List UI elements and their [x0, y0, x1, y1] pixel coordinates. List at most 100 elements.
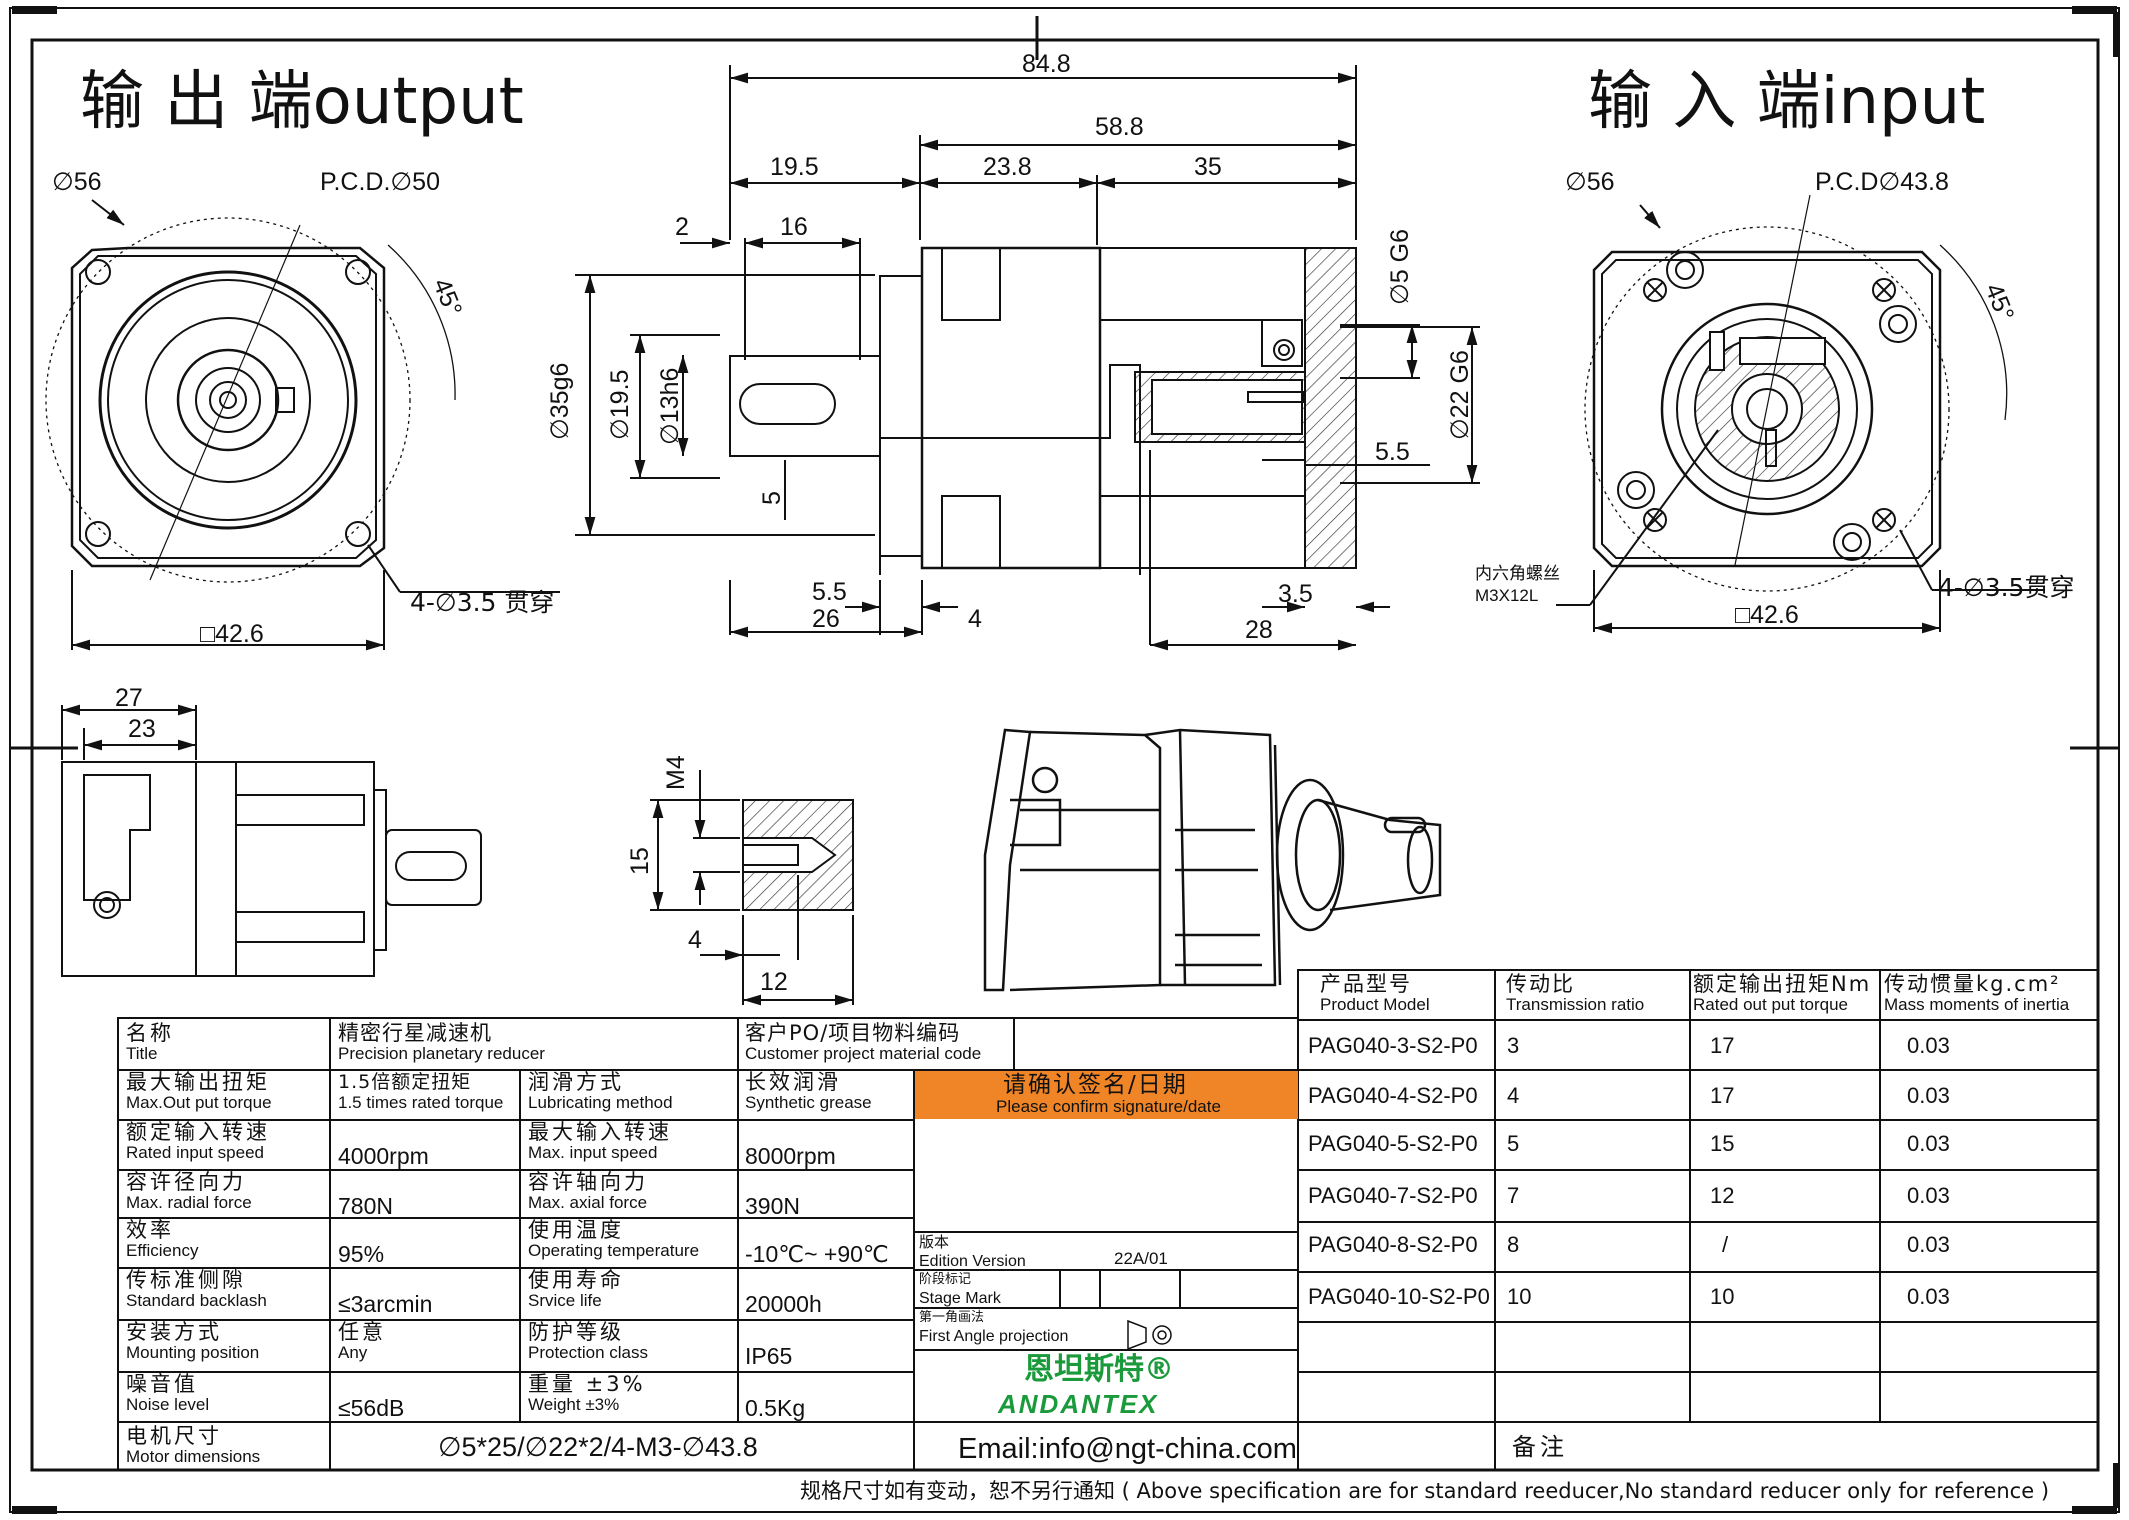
spec-param-label-text: Mounting position: [126, 1343, 260, 1362]
spec-param-label-text: Max. input speed: [528, 1143, 658, 1162]
spec-param-value-text: 0.5Kg: [745, 1395, 806, 1421]
model-cell: 10: [1710, 1284, 1735, 1309]
spec-param-label-text: 效率: [126, 1219, 174, 1242]
model-col-header-en: Mass moments of inertia: [1884, 995, 2070, 1014]
spec-param-label-text: 最大输出扭矩: [126, 1071, 270, 1094]
footer-disclaimer: 规格尺寸如有变动，恕不另行通知 ( Above specification ar…: [800, 1479, 2050, 1503]
model-col-header-cn: 传动惯量kg.cm²: [1884, 973, 2061, 996]
input-end-heading: 输 入 端input: [1588, 65, 1986, 139]
spec-param-label-text: Max.Out put torque: [126, 1093, 272, 1112]
spec-param-label: 重量 ±3%Weight ±3%: [528, 1373, 738, 1415]
dim-rear-flange: 3.5: [1278, 580, 1313, 608]
spec-param-value-text: 20000h: [745, 1291, 822, 1317]
spec-param-value-text: ≤3arcmin: [338, 1291, 433, 1317]
motor-dim-value: ∅5*25/∅22*2/4-M3-∅43.8: [438, 1432, 758, 1462]
model-cell: 0.03: [1907, 1284, 1950, 1309]
dim-hole-15: 15: [626, 847, 654, 875]
model-col-header-en: Rated out put torque: [1693, 995, 1849, 1014]
spec-param-value-text: Any: [338, 1343, 368, 1362]
spec-param-value: -10℃~ +90℃: [745, 1219, 910, 1268]
title-value: 精密行星减速机 Precision planetary reducer: [338, 1022, 545, 1063]
dim-flange-thickness: 4: [968, 605, 982, 633]
dim-d35: ∅35g6: [546, 362, 574, 440]
dim-key-width: 5: [758, 491, 786, 505]
spec-param-label-text: 重量 ±3%: [528, 1373, 646, 1396]
dim-rear-length: 35: [1194, 153, 1222, 181]
spec-param-value-text: 390N: [745, 1193, 800, 1219]
spec-param-value: 4000rpm: [338, 1121, 523, 1170]
model-cell: 15: [1710, 1131, 1735, 1156]
dim-shaft-offset: 2: [675, 213, 689, 241]
spec-param-label-text: 噪音值: [126, 1373, 198, 1396]
model-cell: 5: [1507, 1131, 1520, 1156]
dim-hole-4: 4: [688, 926, 702, 954]
spec-param-value: 20000h: [745, 1269, 910, 1318]
small-side-view: [61, 704, 482, 977]
model-cell: 0.03: [1907, 1083, 1950, 1108]
stage-label-cn: 阶段标记: [919, 1272, 972, 1287]
model-cell: PAG040-3-S2-P0: [1308, 1033, 1478, 1058]
dim-motor-depth: 28: [1245, 616, 1273, 644]
spec-param-value-text: ≤56dB: [338, 1395, 405, 1421]
spec-param-label-text: Rated input speed: [126, 1143, 264, 1162]
spec-param-value-text: IP65: [745, 1343, 793, 1369]
dim-d56-input: ∅56: [1565, 168, 1615, 196]
input-end-view: [1556, 194, 2045, 634]
model-col-header-cn: 传动比: [1506, 973, 1575, 996]
model-cell: 17: [1710, 1033, 1735, 1058]
spec-param-label-text: Weight ±3%: [528, 1395, 620, 1414]
spec-param-label-text: Protection class: [528, 1343, 648, 1362]
dim-overall-length: 84.8: [1022, 50, 1071, 78]
spec-param-value-text: Synthetic grease: [745, 1093, 872, 1112]
dim-pilot-depth: 5.5: [1375, 438, 1410, 466]
spec-param-label-text: Efficiency: [126, 1241, 199, 1260]
model-cell: 12: [1710, 1183, 1735, 1208]
dim-d13: ∅13h6: [656, 367, 684, 445]
title-label: 名称 Title: [126, 1022, 174, 1063]
brand-logo-cn: 恩坦斯特®: [1024, 1352, 1174, 1387]
spec-param-label-text: 最大输入转速: [528, 1121, 672, 1144]
spec-param-label-text: 容许轴向力: [528, 1171, 648, 1194]
dim-d19-5: ∅19.5: [606, 369, 634, 440]
model-cell: 7: [1507, 1183, 1520, 1208]
spec-param-label-text: 使用寿命: [528, 1269, 624, 1292]
title-block-grid: [117, 969, 2099, 1471]
dim-d56-output: ∅56: [52, 168, 102, 196]
dim-pcd43-8: P.C.D∅43.8: [1815, 168, 1949, 196]
spec-param-value: 8000rpm: [745, 1121, 910, 1170]
spec-param-label-text: Srvice life: [528, 1291, 602, 1310]
dim-pcd50: P.C.D.∅50: [320, 168, 440, 196]
screw-label-cn: 内六角螺丝: [1475, 564, 1560, 584]
model-cell: /: [1722, 1232, 1729, 1257]
model-cell: 0.03: [1907, 1232, 1950, 1257]
dim-d5: ∅5 G6: [1386, 229, 1414, 305]
model-col-header-en: Transmission ratio: [1506, 995, 1645, 1014]
model-cell: 4: [1507, 1083, 1520, 1108]
spec-param-label-text: Max. radial force: [126, 1193, 252, 1212]
dim-key-length: 16: [780, 213, 808, 241]
edition-label-en: Edition Version: [919, 1253, 1026, 1270]
dim-side-23: 23: [128, 715, 156, 743]
projection-label-cn: 第一角画法: [919, 1310, 985, 1325]
spec-param-value-text: 1.5 times rated torque: [338, 1093, 504, 1112]
model-cell: 0.03: [1907, 1183, 1950, 1208]
dim-shaft-length: 26: [812, 605, 840, 633]
spec-param-label-text: 容许径向力: [126, 1171, 246, 1194]
